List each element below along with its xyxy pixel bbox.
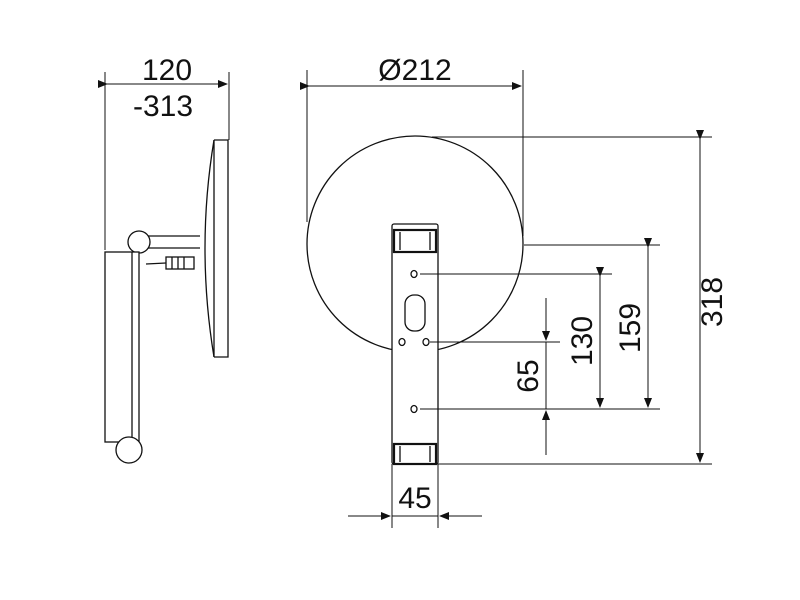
- mounting-hole-left: [398, 337, 406, 347]
- diameter-label: Ø212: [378, 54, 451, 87]
- dimension-65-label: 65: [512, 359, 545, 392]
- mirror-edge: [214, 139, 229, 358]
- mounting-hole-bottom: [410, 404, 418, 414]
- mounting-hole-right: [422, 337, 430, 347]
- wall-plate-side: [104, 251, 140, 443]
- cable-line: [145, 262, 167, 265]
- arm-joint: [127, 230, 151, 254]
- dimension-120-label: 120: [142, 54, 192, 87]
- front-view: 318 159 130 65 Ø212 45: [300, 54, 729, 528]
- dimension-313-label: -313: [133, 90, 193, 123]
- plate-top-cap: [392, 228, 438, 254]
- dimension-159-label: 159: [614, 303, 647, 353]
- dimension-130-label: 130: [566, 316, 599, 366]
- bottom-joint: [115, 436, 143, 464]
- side-view: 120 -313: [98, 54, 230, 464]
- mirror-back-curve: [204, 139, 215, 358]
- connector-plug: [165, 256, 195, 270]
- mounting-slot: [404, 294, 426, 332]
- dimension-45-label: 45: [398, 482, 431, 515]
- mounting-hole-top: [410, 269, 418, 279]
- plate-bottom-cap: [392, 442, 438, 466]
- dimension-318-label: 318: [696, 277, 729, 327]
